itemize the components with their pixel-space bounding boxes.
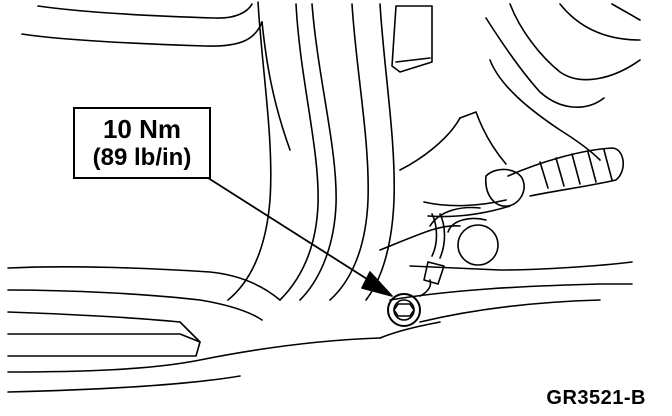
torque-imperial-label: (89 lb/in) <box>92 144 192 171</box>
bolt-icon <box>387 279 432 327</box>
upper-body-panel <box>21 3 291 151</box>
figure-code-label: GR3521-B <box>546 387 646 409</box>
wiring-harness-area <box>399 3 641 218</box>
floor-pan-lines <box>379 224 633 339</box>
door-pillar-lines <box>227 1 396 301</box>
upper-bracket <box>391 5 433 73</box>
access-hole <box>429 206 499 266</box>
ground-wire <box>423 213 446 285</box>
torque-callout-box: 10 Nm (89 lb/in) <box>73 107 211 179</box>
rocker-sill-lines <box>7 265 381 393</box>
callout-leader-arrow <box>204 175 393 297</box>
torque-metric-label: 10 Nm <box>102 114 182 144</box>
